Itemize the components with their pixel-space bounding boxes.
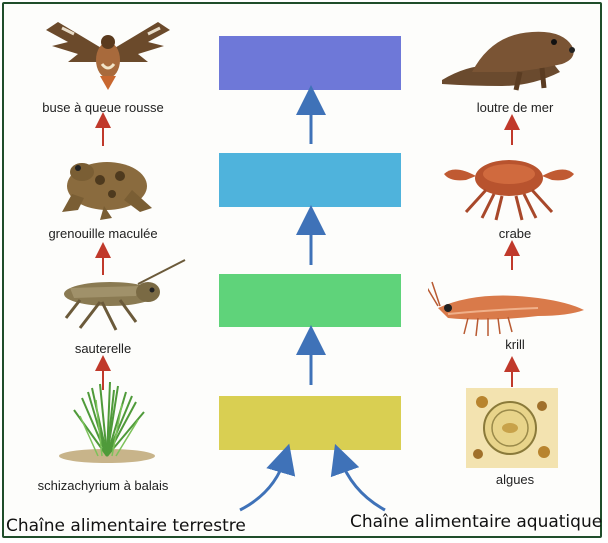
grasshopper-icon	[40, 258, 190, 336]
label-frog: grenouille maculée	[28, 226, 178, 241]
label-hawk: buse à queue rousse	[28, 100, 178, 115]
label-grasshopper: sauterelle	[28, 341, 178, 356]
grass-icon	[52, 380, 162, 464]
aquatic-curve-arrow	[340, 458, 385, 510]
frog-icon	[52, 150, 162, 222]
label-krill: krill	[440, 337, 590, 352]
algae-icon	[466, 388, 558, 468]
krill-icon	[428, 280, 590, 340]
terrestrial-curve-arrow	[240, 458, 285, 510]
crab-icon	[436, 150, 582, 222]
label-crab: crabe	[440, 226, 590, 241]
otter-icon	[432, 12, 582, 96]
label-otter: loutre de mer	[440, 100, 590, 115]
hawk-icon	[38, 12, 178, 92]
aquatic-chain-label: Chaîne alimentaire aquatique	[350, 512, 602, 532]
terrestrial-chain-label: Chaîne alimentaire terrestre	[6, 516, 246, 536]
label-grass: schizachyrium à balais	[18, 478, 188, 493]
label-algae: algues	[440, 472, 590, 487]
